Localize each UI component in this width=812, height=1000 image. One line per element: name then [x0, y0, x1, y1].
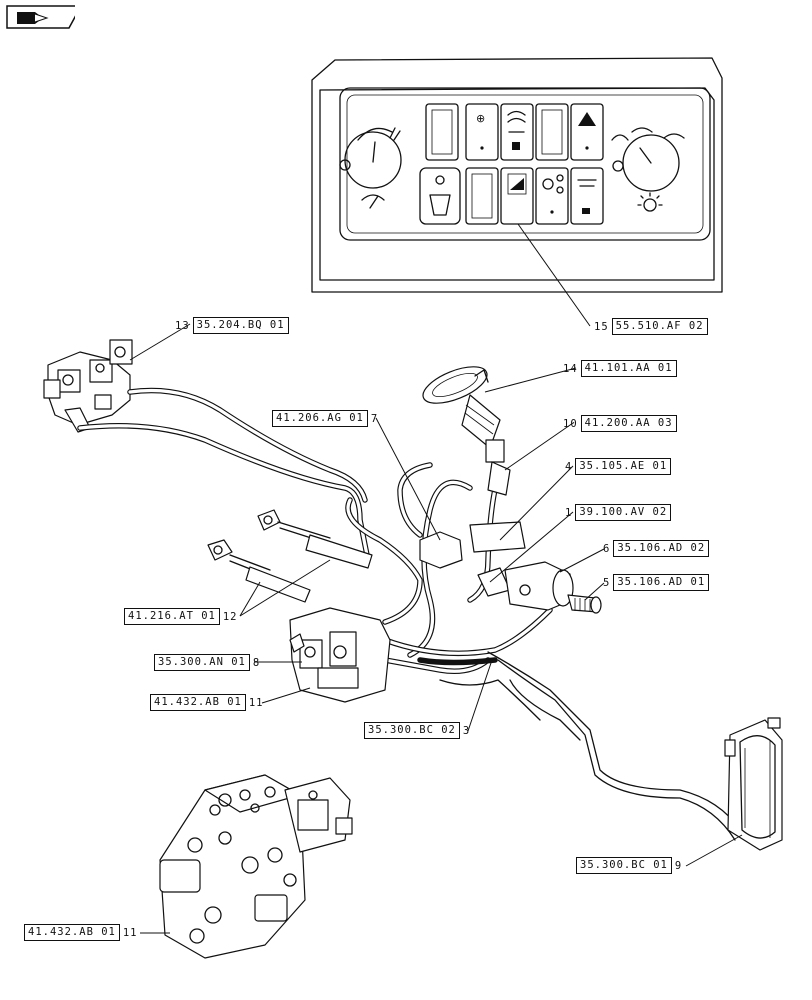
- callout-number: 14: [563, 362, 578, 375]
- callout-reference[interactable]: 35.204.BQ 01: [192, 317, 289, 334]
- hoses: [77, 387, 741, 841]
- callout-11-lower[interactable]: 41.432.AB 01 11: [24, 924, 141, 941]
- rear-coupler-frame: [724, 717, 783, 851]
- callout-number: 4: [565, 460, 573, 473]
- callout-13[interactable]: 13 35.204.BQ 01: [172, 317, 289, 334]
- steering-valves: [419, 521, 526, 597]
- main-valve-assembly: [289, 607, 391, 703]
- callout-number: 15: [594, 320, 609, 333]
- callout-reference[interactable]: 41.101.AA 01: [580, 360, 677, 377]
- callout-10[interactable]: 10 41.200.AA 03: [560, 415, 677, 432]
- callout-reference[interactable]: 41.432.AB 01: [150, 694, 246, 711]
- folder-arrow-icon[interactable]: [5, 4, 83, 30]
- callout-8[interactable]: 35.300.AN 01 8: [154, 654, 263, 671]
- callout-reference[interactable]: 41.206.AG 01: [272, 410, 368, 427]
- steering-column: [422, 366, 511, 496]
- wiper-knob: [339, 127, 402, 209]
- callout-number: 12: [222, 610, 238, 623]
- callout-3[interactable]: 35.300.BC 02 3: [364, 722, 473, 739]
- callout-reference[interactable]: 35.105.AE 01: [575, 458, 672, 475]
- callout-6[interactable]: 6 35.106.AD 02: [600, 540, 710, 557]
- cylinders: [207, 509, 373, 603]
- leader-lines: [129, 223, 743, 934]
- callout-number: 5: [603, 576, 611, 589]
- sectional-control-valve: [159, 774, 353, 959]
- callout-reference[interactable]: 35.300.BC 01: [576, 857, 672, 874]
- callout-number: 11: [248, 696, 264, 709]
- callout-14[interactable]: 14 41.101.AA 01: [560, 360, 677, 377]
- callout-reference[interactable]: 55.510.AF 02: [611, 318, 708, 335]
- callout-number: 10: [563, 417, 578, 430]
- callout-7[interactable]: 41.206.AG 01 7: [272, 410, 381, 427]
- callout-4[interactable]: 4 35.105.AE 01: [562, 458, 672, 475]
- callout-11-upper[interactable]: 41.432.AB 01 11: [150, 694, 267, 711]
- callout-reference[interactable]: 41.216.AT 01: [124, 608, 220, 625]
- callout-number: 6: [603, 542, 611, 555]
- svg-text:⊕: ⊕: [476, 112, 485, 125]
- callout-reference[interactable]: 35.106.AD 01: [613, 574, 710, 591]
- callout-15[interactable]: 15 55.510.AF 02: [591, 318, 708, 335]
- callout-number: 7: [370, 412, 379, 425]
- callout-number: 1: [565, 506, 573, 519]
- callout-1[interactable]: 1 39.100.AV 02: [562, 504, 672, 521]
- callout-12[interactable]: 41.216.AT 01 12: [124, 608, 241, 625]
- callout-reference[interactable]: 41.432.AB 01: [24, 924, 120, 941]
- control-panel: ⊕: [311, 57, 723, 293]
- callout-number: 13: [175, 319, 190, 332]
- callout-5[interactable]: 5 35.106.AD 01: [600, 574, 710, 591]
- callout-9[interactable]: 35.300.BC 01 9: [576, 857, 685, 874]
- callout-number: 8: [252, 656, 261, 669]
- callout-reference[interactable]: 39.100.AV 02: [575, 504, 672, 521]
- callout-number: 11: [122, 926, 138, 939]
- callout-number: 3: [462, 724, 471, 737]
- lights-knob: [611, 127, 685, 212]
- callout-number: 9: [674, 859, 683, 872]
- callout-reference[interactable]: 41.200.AA 03: [580, 415, 677, 432]
- callout-reference[interactable]: 35.300.BC 02: [364, 722, 460, 739]
- callout-reference[interactable]: 35.106.AD 02: [613, 540, 710, 557]
- steering-pump: [504, 561, 602, 614]
- callout-reference[interactable]: 35.300.AN 01: [154, 654, 250, 671]
- solenoid-valve-block: [43, 339, 133, 433]
